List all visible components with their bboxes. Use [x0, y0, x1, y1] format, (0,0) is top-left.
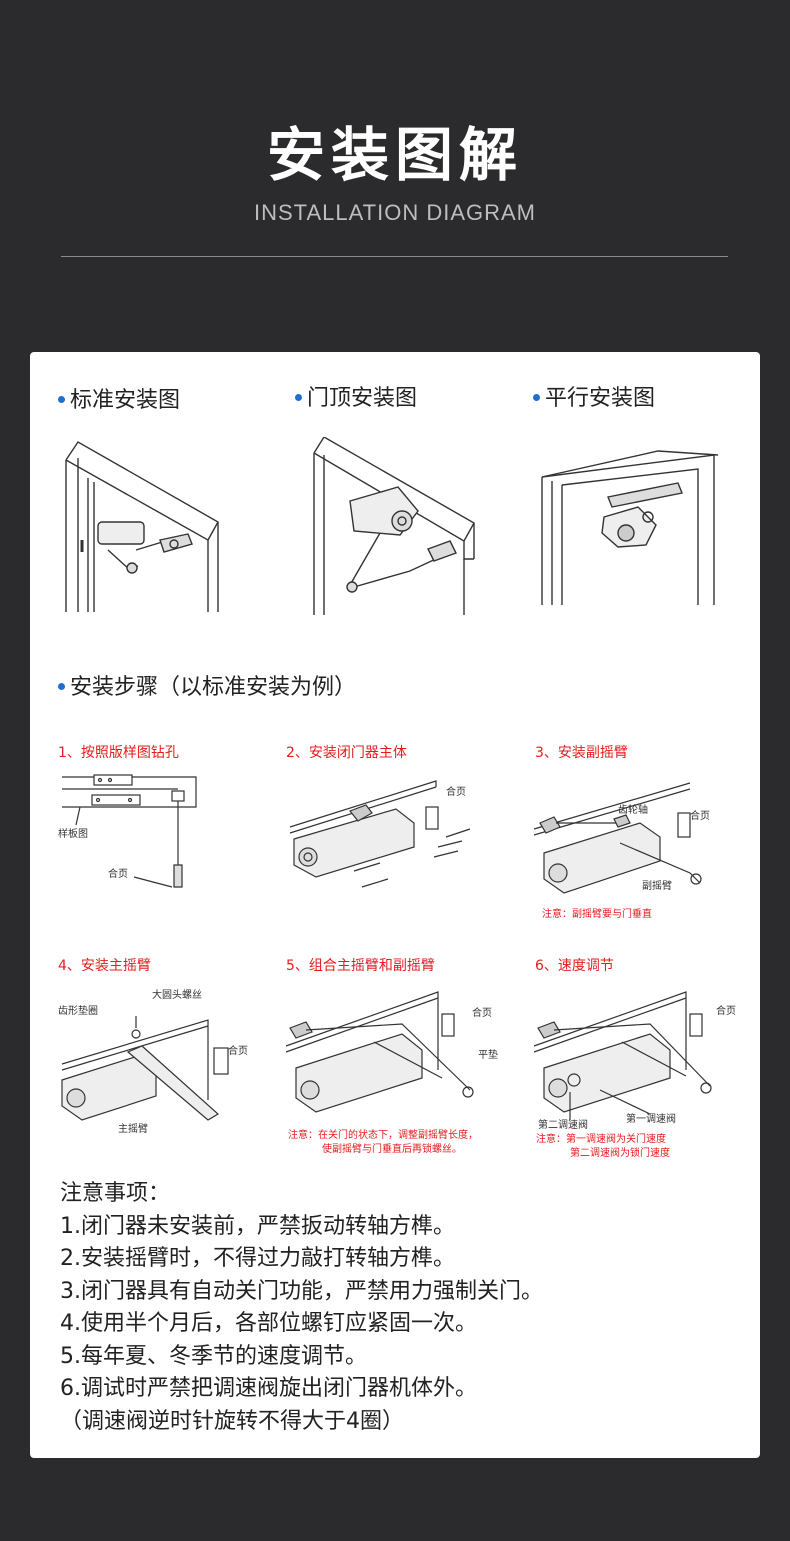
- step-4-title: 4、安装主摇臂: [58, 958, 151, 974]
- notes-heading: 注意事项：: [60, 1181, 171, 1206]
- page-subtitle: INSTALLATION DIAGRAM: [253, 200, 536, 225]
- step-1-illustration: 样板图 合页: [58, 774, 197, 888]
- section-parallel-label: 平行安装图: [545, 386, 656, 411]
- standard-install-illustration: [65, 441, 219, 612]
- step-3-title: 3、安装副摇臂: [535, 745, 628, 761]
- step-6-illustration: 合页 第二调速阀 第一调速阀 注意：第一调速阀为关门速度 第二调速阀为锁门速度: [533, 991, 736, 1159]
- step-5-title: 5、组合主摇臂和副摇臂: [286, 958, 435, 974]
- section-standard: 标准安装图: [58, 382, 180, 414]
- top-install-illustration: [313, 437, 475, 615]
- step-2-label-hinge: 合页: [446, 785, 466, 798]
- note-item: 4.使用半个月后，各部位螺钉应紧固一次。: [60, 1311, 477, 1336]
- bullet-dot: [295, 393, 302, 401]
- step-1-label-hinge: 合页: [108, 867, 128, 880]
- section-standard-label: 标准安装图: [70, 388, 181, 413]
- step-6-title: 6、速度调节: [535, 958, 614, 974]
- step-5-label-hinge: 合页: [472, 1006, 492, 1019]
- page-title: 安装图解: [266, 121, 523, 189]
- step-3-label-gear: 齿轮轴: [618, 803, 648, 816]
- section-top: 门顶安装图: [295, 380, 417, 412]
- bullet-dot: [58, 395, 65, 403]
- step-4-illustration: 齿形垫圈 大圆头螺丝 合页 主摇臂: [58, 988, 248, 1135]
- step-4-label-mainarm: 主摇臂: [118, 1122, 148, 1135]
- step-4-label-washer: 齿形垫圈: [58, 1004, 98, 1017]
- step-3-label-subarm: 副摇臂: [642, 879, 672, 892]
- section-steps: 安装步骤（以标准安装为例）: [58, 669, 356, 701]
- step-5-label-washer: 平垫: [478, 1048, 498, 1061]
- note-item: 5.每年夏、冬季节的速度调节。: [60, 1343, 367, 1369]
- bullet-dot: [533, 393, 540, 401]
- step-6-note-line-1: 注意：第一调速阀为关门速度: [536, 1132, 666, 1145]
- section-steps-label: 安装步骤（以标准安装为例）: [70, 675, 357, 700]
- step-5-note-line-2: 使副摇臂与门垂直后再锁螺丝。: [322, 1142, 462, 1155]
- header-divider: [61, 256, 728, 257]
- step-5-note-line-1: 注意：在关门的状态下，调整副摇臂长度，: [288, 1128, 478, 1141]
- step-3-note: 注意：副摇臂要与门垂直: [542, 907, 652, 920]
- section-parallel: 平行安装图: [533, 380, 655, 412]
- step-2-illustration: 合页: [289, 780, 471, 888]
- step-3-label-hinge: 合页: [690, 809, 710, 822]
- step-2-title: 2、安装闭门器主体: [286, 745, 407, 761]
- step-1-label-template: 样板图: [58, 827, 88, 840]
- step-6-note-line-2: 第二调速阀为锁门速度: [570, 1146, 670, 1159]
- step-3-illustration: 齿轮轴 合页 副摇臂 注意：副摇臂要与门垂直: [533, 782, 710, 920]
- notes-list: 注意事项： 1.闭门器未安装前，严禁扳动转轴方榫。 2.安装摇臂时，不得过力敲打…: [60, 1178, 543, 1438]
- step-6-label-valve-2: 第二调速阀: [538, 1118, 588, 1131]
- step-4-label-hinge: 合页: [228, 1044, 248, 1057]
- content-card: 标准安装图 门顶安装图 平行安装图: [30, 352, 760, 1458]
- step-1-title: 1、按照版样图钻孔: [58, 745, 179, 761]
- bullet-dot: [58, 682, 65, 690]
- note-item: 3.闭门器具有自动关门功能，严禁用力强制关门。: [60, 1278, 543, 1304]
- note-item: 2.安装摇臂时，不得过力敲打转轴方榫。: [60, 1246, 455, 1271]
- parallel-install-illustration: [541, 450, 719, 605]
- note-item: 6.调试时严禁把调速阀旋出闭门器机体外。: [60, 1376, 477, 1401]
- note-item-sub: （调速阀逆时针旋转不得大于4圈）: [60, 1408, 404, 1434]
- step-6-label-hinge: 合页: [716, 1004, 736, 1017]
- section-top-label: 门顶安装图: [307, 386, 418, 411]
- step-4-label-screw: 大圆头螺丝: [152, 988, 202, 1001]
- step-6-label-valve-1: 第一调速阀: [626, 1112, 676, 1125]
- note-item: 1.闭门器未安装前，严禁扳动转轴方榫。: [60, 1213, 455, 1239]
- step-5-illustration: 合页 平垫 注意：在关门的状态下，调整副摇臂长度， 使副摇臂与门垂直后再锁螺丝。: [285, 991, 498, 1155]
